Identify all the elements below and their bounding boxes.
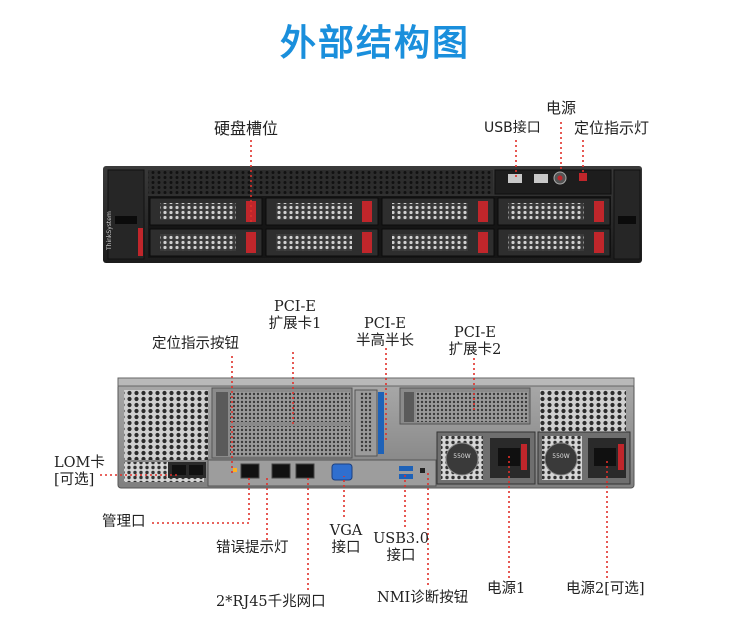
label-pcie-half-line2: 半高半长 <box>356 333 414 349</box>
label-usb3: USB3.0 接口 <box>370 531 432 565</box>
label-error-led: 错误提示灯 <box>216 540 289 556</box>
label-pcie1-line2: 扩展卡1 <box>268 316 322 332</box>
label-vga: VGA 接口 <box>326 523 366 557</box>
label-pcie-half-line1: PCI-E <box>363 316 407 332</box>
drive-trays <box>149 197 611 257</box>
page-title: 外部结构图 <box>279 23 470 64</box>
psu2-rating: 550W <box>552 453 569 460</box>
label-pcie1: PCI-E 扩展卡1 <box>256 299 334 333</box>
label-lom-line1: LOM卡 <box>54 455 105 471</box>
label-usb-port: USB接口 <box>484 120 541 136</box>
label-usb3-line1: USB3.0 <box>373 531 429 547</box>
label-locator-led: 定位指示灯 <box>574 119 650 137</box>
psu1-rating: 550W <box>453 453 470 460</box>
label-nmi-button: NMI诊断按钮 <box>377 590 469 606</box>
label-pcie1-line1: PCI-E <box>273 299 317 315</box>
label-vga-line1: VGA <box>329 523 363 539</box>
label-pcie-half: PCI-E 半高半长 <box>346 316 424 350</box>
label-mgmt-port: 管理口 <box>102 514 146 530</box>
label-vga-line2: 接口 <box>331 540 361 556</box>
label-lom-line2: [可选] <box>54 472 95 488</box>
label-usb3-line2: 接口 <box>386 548 416 564</box>
label-psu1: 电源1 <box>487 581 526 597</box>
label-pcie2-line2: 扩展卡2 <box>448 342 502 358</box>
label-power: 电源 <box>546 99 577 117</box>
brand-text: ThinkSystem <box>106 211 113 251</box>
rear-chassis <box>117 377 635 489</box>
label-pcie2-line1: PCI-E <box>453 325 497 341</box>
label-locator-button: 定位指示按钮 <box>152 336 239 352</box>
label-hdd-bays: 硬盘槽位 <box>214 119 279 138</box>
label-psu2: 电源2[可选] <box>566 581 645 597</box>
label-lom: LOM卡 [可选] <box>54 455 105 489</box>
label-pcie2: PCI-E 扩展卡2 <box>436 325 514 359</box>
leader-lines <box>100 122 608 590</box>
label-rj45: 2*RJ45千兆网口 <box>216 594 326 610</box>
